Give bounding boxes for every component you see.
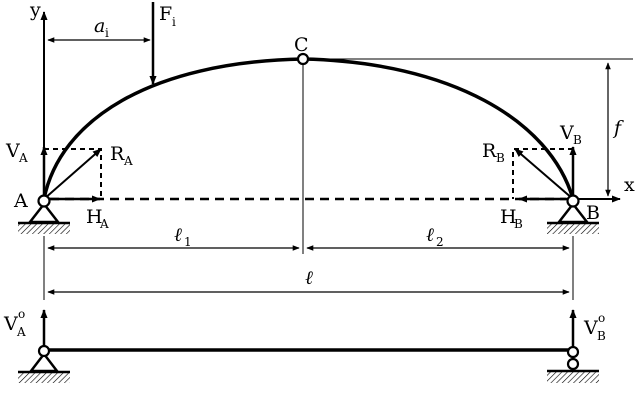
ra-arrow	[43, 148, 102, 200]
support-a-pin	[18, 194, 70, 234]
point-c-label: C	[294, 34, 309, 56]
va-label-sub: A	[18, 151, 28, 165]
l2-label-sub: 2	[436, 235, 444, 249]
ra-label: R	[110, 143, 125, 165]
va-label: V	[5, 140, 20, 162]
va0-label: V	[3, 313, 18, 335]
ra-components-dashed	[44, 148, 102, 199]
hinge-c	[296, 52, 310, 66]
hb-label: H	[500, 206, 517, 228]
load-offset-label-sub: i	[105, 26, 109, 40]
load-offset-label: a	[94, 15, 105, 37]
vb-label: V	[559, 122, 574, 144]
support-b-pin	[547, 194, 599, 234]
y-axis-label: y	[29, 0, 41, 21]
load-label: F	[159, 3, 172, 25]
point-b-label: B	[586, 202, 600, 224]
l1-label-sub: 1	[184, 235, 192, 249]
point-a-label: A	[13, 190, 28, 212]
vb-label-sub: B	[573, 133, 582, 147]
va0-label-sub: A	[16, 325, 26, 339]
ha-label: H	[86, 206, 103, 228]
arch-curve	[42, 57, 575, 200]
rise-label: f	[612, 117, 624, 139]
rb-arrow	[514, 148, 574, 200]
beam-support-a-pin	[18, 344, 70, 383]
ha-label-sub: A	[99, 217, 109, 231]
rb-components-dashed	[512, 148, 573, 199]
l-label: ℓ	[305, 267, 313, 289]
load-label-sub: i	[172, 15, 176, 29]
l1-label: ℓ	[174, 224, 182, 246]
x-axis-label: x	[624, 174, 635, 196]
va0-label-sup: o	[18, 307, 25, 321]
vb0-label-sub: B	[597, 329, 606, 343]
beam-support-b-roller	[547, 345, 599, 383]
ra-label-sub: A	[123, 154, 133, 168]
hb-label-sub: B	[514, 217, 523, 231]
l2-label: ℓ	[426, 224, 434, 246]
rb-label: R	[482, 140, 497, 162]
vb0-label: V	[583, 317, 598, 339]
vb0-label-sup: o	[598, 311, 605, 325]
rb-label-sub: B	[496, 151, 505, 165]
